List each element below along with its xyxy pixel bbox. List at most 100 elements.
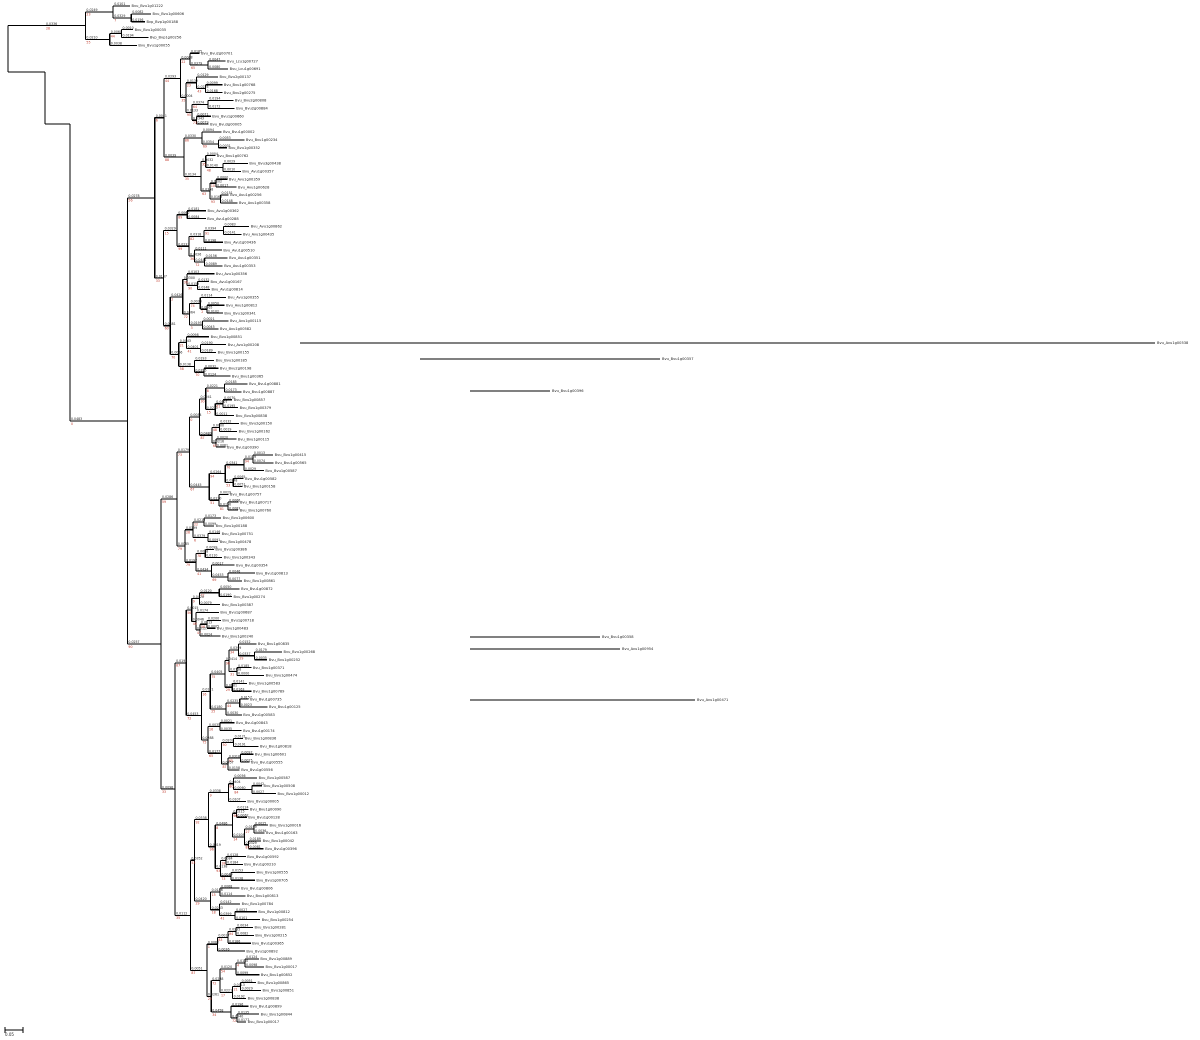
- leaf-label: Bvu_Bvu1g00234: [246, 138, 278, 142]
- leaf-label: Bvu_Bvu1g00155: [218, 351, 250, 355]
- bootstrap-label: 65: [209, 754, 213, 758]
- branch-length-label: 0.0051: [234, 483, 245, 487]
- leaf-label: Bvu_Bvu1g00174: [243, 729, 275, 733]
- leaf-label: Bvu_Bvu1g00889: [260, 957, 292, 961]
- branch-length-label: 0.0098: [187, 333, 198, 337]
- branch-length-label: 0.0138: [216, 865, 227, 869]
- bootstrap-label: 54: [221, 970, 225, 974]
- branch-length-label: 0.0286: [162, 495, 173, 499]
- leaf-label: Bvu_Lcu1g00691: [230, 67, 261, 71]
- leaf-label: Bvu_Bvu1g00474: [266, 674, 298, 678]
- branch-length-label: 0.0480: [201, 431, 212, 435]
- leaf-label: Bvu_Avu1g00359: [229, 177, 261, 181]
- leaf-label: Bvu_Bvu1g00556: [241, 768, 273, 772]
- branch-length-label: 0.0013: [234, 983, 245, 987]
- bootstrap-label: 48: [207, 168, 211, 172]
- bootstrap-label: 51: [210, 501, 214, 505]
- branch-length-label: 0.0233: [178, 242, 189, 246]
- branch-length-label: 0.0021: [221, 719, 232, 723]
- bootstrap-label: 35: [181, 98, 185, 102]
- leaf-label: Bvu_Bvu1g00757: [230, 493, 262, 497]
- branch-length-label: 0.0181: [188, 207, 199, 211]
- branch-length-label: 0.0221: [207, 384, 218, 388]
- branch-length-label: 0.0004: [207, 152, 218, 156]
- branch-length-label: 0.0132: [220, 420, 231, 424]
- leaf-label: Bvu_Bvu1g00861: [244, 579, 276, 583]
- bootstrap-label: 6: [156, 119, 158, 123]
- leaf-label: Bvu_Avu1g00435: [243, 233, 274, 237]
- branch-length-label: 0.0099: [206, 546, 217, 550]
- bootstrap-label: 75: [211, 675, 215, 679]
- bootstrap-label: 69: [212, 578, 216, 582]
- leaf-label: Bvu_Bvu1g00365: [232, 374, 264, 378]
- leaf-label: Bvu_Bvu1g00735: [250, 697, 282, 701]
- branch-length-label: 0.0221: [221, 989, 232, 993]
- bootstrap-label: 15: [207, 410, 211, 414]
- branch-length-label: 0.0010: [123, 26, 134, 30]
- bootstrap-label: 72: [232, 1019, 236, 1023]
- leaf-label: Bvu_Bvu2g00198: [220, 366, 252, 370]
- branch-length-label: 0.0329: [114, 14, 125, 18]
- leaf-label: Bvu_Bvu1g00717: [240, 500, 272, 504]
- leaf-label: Bvu_Bvu1g00813: [247, 894, 279, 898]
- bootstrap-label: 94: [245, 460, 249, 464]
- branch-length-label: 0.0138: [232, 876, 243, 880]
- branch-length-label: 0.0050: [220, 585, 231, 589]
- leaf-label-long: Bvu_Bvu1g00358: [602, 635, 634, 639]
- branch-length-label: 0.0225: [197, 85, 208, 89]
- bootstrap-label: 8: [216, 826, 218, 830]
- branch-length-label: 0.0035: [221, 727, 232, 731]
- branch-length-label: 0.0330: [185, 134, 196, 138]
- branch-length-label: 0.0023: [241, 703, 252, 707]
- branch-length-label: 0.0152: [239, 640, 250, 644]
- leaf-label: Bvu_Bvu1g00210: [244, 863, 276, 867]
- leaf-label: Bvu_Bvu1g00185: [216, 359, 248, 363]
- bootstrap-label: 44: [165, 79, 169, 83]
- branch-length-label: 0.0148: [222, 199, 233, 203]
- branch-length-label: 0.0029: [245, 467, 256, 471]
- leaf-label: Bvu_Bvu2g00150: [241, 422, 273, 426]
- branch-length-label: 0.0103: [188, 270, 199, 274]
- branch-length-label: 0.0004: [181, 94, 192, 98]
- branch-length-label: 0.0238: [212, 977, 223, 981]
- leaf-label: Bvu_Bvu1g00274: [234, 595, 266, 599]
- leaf-label: Bvu_Bvu2g00275: [224, 91, 256, 95]
- leaf-label-long: Bvu_Avu1g00471: [697, 698, 728, 702]
- bootstrap-label: 35: [176, 916, 180, 920]
- branch-length-label: 0.0032: [205, 364, 216, 368]
- branch-length-label: 0.0046: [229, 569, 240, 573]
- branch-length-label: 0.0195: [224, 404, 235, 408]
- leaf-label: Bvu_Bvu1g00268: [284, 650, 316, 654]
- bootstrap-label: 56: [187, 611, 191, 615]
- leaf-label: Bvu_Avu1g00256: [230, 193, 262, 197]
- bootstrap-label: 55: [86, 40, 90, 44]
- branch-length-label: 0.0189: [202, 349, 213, 353]
- branch-length-label: 0.0080: [209, 65, 220, 69]
- branch-length-label: 0.0199: [186, 526, 197, 530]
- branch-length-label: 0.0068: [181, 55, 192, 59]
- leaf-label: Bvu_Bvu1g00835: [258, 642, 290, 646]
- leaf-label: Bvu_Bvu1g00555: [251, 760, 283, 764]
- branch-length-label: 0.0190: [220, 593, 231, 597]
- branch-length-label: 0.0300: [184, 276, 195, 280]
- branch-length-label: 0.0352: [191, 856, 202, 860]
- bootstrap-label: 98: [226, 661, 230, 665]
- branch-length-label: 0.0017: [212, 561, 223, 565]
- leaf-label: Bvu_Bvu1g00002: [223, 130, 255, 134]
- tree-branches: [7, 5, 1155, 1023]
- branch-length-label: 0.0394: [205, 227, 216, 231]
- branch-length-label: 0.0045: [203, 325, 214, 329]
- leaf-label-long: Bvu_Bvu1g00396: [552, 389, 584, 393]
- bootstrap-label: 34: [230, 651, 234, 655]
- branch-length-label: 0.0483: [71, 417, 82, 421]
- bootstrap-label: 23: [187, 84, 191, 88]
- branch-length-label: 0.0035: [256, 656, 267, 660]
- branch-length-label: 0.0140: [207, 164, 218, 168]
- branch-length-label: 0.0198: [176, 659, 187, 663]
- branch-length-label: 0.0062: [237, 813, 248, 817]
- branch-length-label: 0.0099: [205, 522, 216, 526]
- bootstrap-label: 15: [212, 893, 216, 897]
- leaf-label: Bvu_Bvu1g00386: [215, 548, 247, 552]
- leaf-label: Bvu_Bvu1g00600: [223, 516, 255, 520]
- leaf-label: Bvu_Bvu1g00592: [247, 855, 279, 859]
